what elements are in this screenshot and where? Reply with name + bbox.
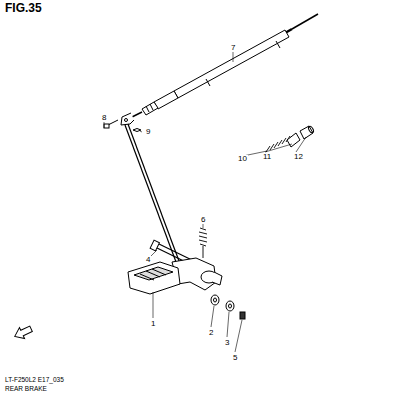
callout-number: 1 xyxy=(150,320,156,328)
callout-number: 2 xyxy=(208,329,214,337)
drawing-code: LT-F250L2 E17_035 xyxy=(4,377,65,384)
callout-number: 9 xyxy=(145,128,151,136)
callout-number: 10 xyxy=(237,155,248,163)
callout-number: 3 xyxy=(224,339,230,347)
callout-number: 12 xyxy=(293,153,304,161)
callout-number: 7 xyxy=(230,44,236,52)
callout-number: 8 xyxy=(101,114,107,122)
callout-number: 11 xyxy=(262,153,272,161)
callout-number: 4 xyxy=(145,256,151,264)
callout-number: 6 xyxy=(200,216,206,224)
figure-number: FIG.35 xyxy=(4,2,43,14)
figure-caption: REAR BRAKE xyxy=(4,386,48,393)
callout-number: 5 xyxy=(232,354,238,362)
